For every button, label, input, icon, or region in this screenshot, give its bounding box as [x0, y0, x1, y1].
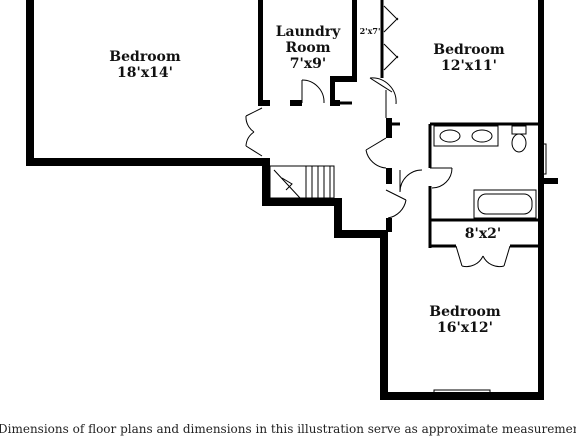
bathtub: [473, 189, 537, 219]
doors: [245, 5, 511, 268]
window-bath: [539, 143, 547, 175]
bedroom-ne-name: Bedroom: [433, 42, 505, 58]
bedroom-s-name: Bedroom: [429, 304, 501, 320]
disclaimer-text: Dimensions of floor plans and dimensions…: [0, 422, 576, 436]
bedroom-s-dims: 16'x12': [437, 320, 493, 336]
bathroom-fixtures: [433, 125, 547, 397]
closet-small-dims: 2'x7': [360, 26, 381, 36]
sink-left: [439, 129, 461, 143]
laundry-name-line1: Laundry: [276, 24, 341, 40]
laundry-dims: 7'x9': [290, 56, 326, 72]
interior-walls: [340, 0, 540, 248]
vanity: [433, 125, 499, 147]
bedroom-nw-name: Bedroom: [109, 49, 181, 65]
sink-right: [471, 129, 493, 143]
stairs: [269, 165, 335, 199]
bedroom-nw-dims: 18'x14': [117, 65, 173, 81]
window-south: [433, 389, 491, 397]
laundry-name-line2: Room: [285, 40, 330, 56]
closet-8x2-dims: 8'x2': [465, 226, 501, 242]
bedroom-ne-dims: 12'x11': [441, 58, 497, 74]
toilet-bowl: [511, 133, 527, 153]
toilet-tank: [511, 125, 527, 135]
room-labels: Bedroom 18'x14' Laundry Room 7'x9' 2'x7'…: [109, 24, 505, 336]
